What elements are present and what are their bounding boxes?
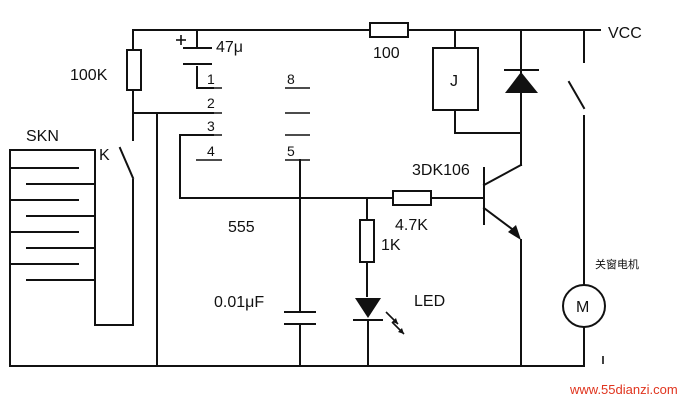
resistor-100k xyxy=(126,49,142,91)
label-capacitor-0-01uf: 0.01μF xyxy=(214,294,264,311)
watermark: www.55dianzi.com xyxy=(569,382,678,397)
label-switch-k: K xyxy=(99,147,110,164)
label-skn: SKN xyxy=(26,128,59,145)
motor-symbol xyxy=(562,284,606,328)
output-wire xyxy=(179,134,394,199)
label-transistor: 3DK106 xyxy=(412,162,470,179)
capacitor-47u xyxy=(176,35,212,65)
ic-pin-1: 1 xyxy=(207,71,215,87)
label-resistor-1k: 1K xyxy=(381,237,401,254)
label-ic-555: 555 xyxy=(228,219,255,236)
label-resistor-100: 100 xyxy=(373,45,400,62)
capacitor-0-01uf xyxy=(284,311,316,367)
label-capacitor-47u: 47μ xyxy=(216,39,243,56)
pin2-wire xyxy=(156,112,214,367)
label-led: LED xyxy=(414,293,445,310)
label-vcc: VCC xyxy=(608,25,642,42)
switch-k xyxy=(118,112,135,180)
relay-contact-switch xyxy=(567,29,586,367)
ic-pin-5: 5 xyxy=(287,143,295,159)
label-resistor-100k: 100K xyxy=(70,67,108,84)
flyback-diode xyxy=(504,29,539,166)
resistor-1k xyxy=(359,219,375,263)
resistor-4-7k xyxy=(392,190,432,206)
label-motor: M xyxy=(576,299,589,316)
skn-rain-sensor xyxy=(9,149,134,367)
top-rail-wire xyxy=(132,29,601,114)
ic-pin-8: 8 xyxy=(287,71,295,87)
transistor-3dk106 xyxy=(482,163,523,367)
label-motor-chinese: 关窗电机 xyxy=(595,257,639,271)
label-relay-j: J xyxy=(450,73,458,90)
label-resistor-4-7k: 4.7K xyxy=(395,217,428,234)
ic-pin-4: 4 xyxy=(207,143,215,159)
led-symbol xyxy=(353,298,405,367)
ic-pin-2: 2 xyxy=(207,95,215,111)
resistor-100 xyxy=(369,22,409,38)
ic-pin-3: 3 xyxy=(207,118,215,134)
